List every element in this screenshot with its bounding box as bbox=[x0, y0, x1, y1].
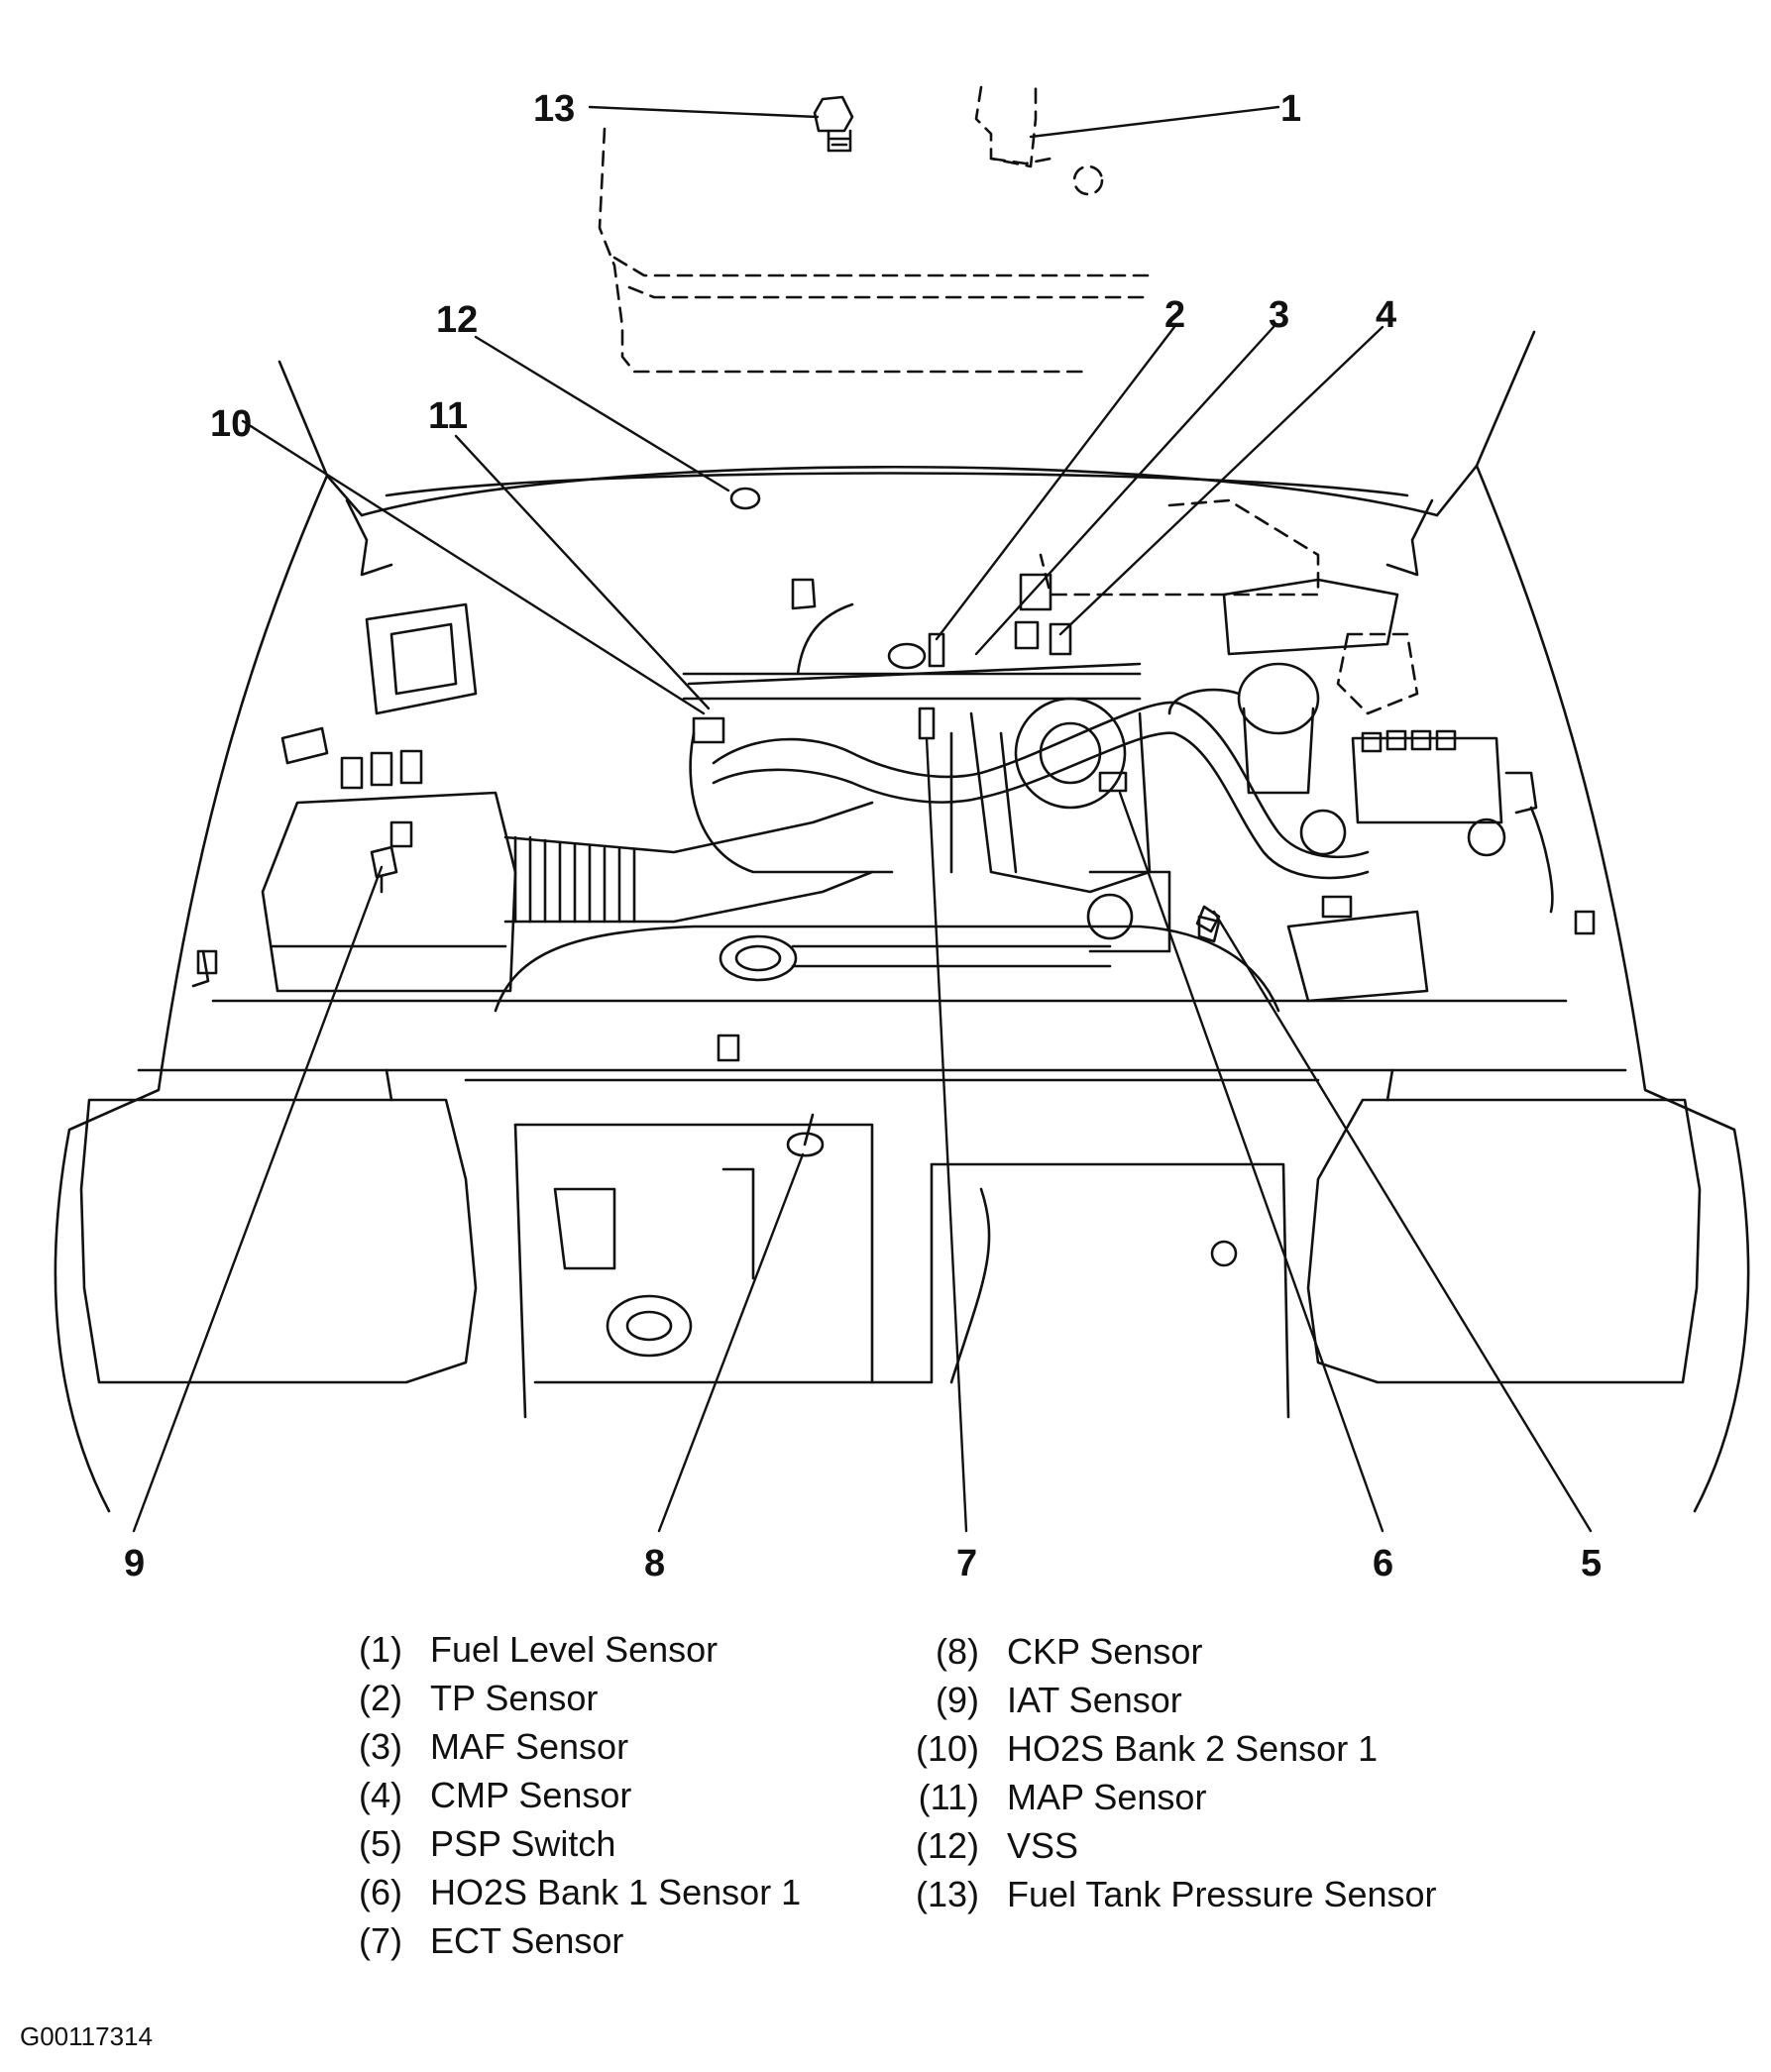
legend-item: (12) VSS bbox=[910, 1821, 1437, 1870]
legend-number: (3) bbox=[359, 1726, 402, 1767]
callout-11: 11 bbox=[428, 395, 468, 437]
left-headlight bbox=[79, 1068, 478, 1384]
callout-3: 3 bbox=[1269, 294, 1289, 336]
legend-label: VSS bbox=[1007, 1825, 1079, 1866]
legend-number: (13) bbox=[915, 1874, 979, 1914]
battery-outline bbox=[1039, 498, 1429, 1003]
legend-item: (10) HO2S Bank 2 Sensor 1 bbox=[910, 1724, 1437, 1773]
callout-1: 1 bbox=[1280, 88, 1301, 130]
vehicle-body bbox=[54, 330, 1750, 1513]
legend-label: IAT Sensor bbox=[1007, 1680, 1182, 1720]
callout-6: 6 bbox=[1373, 1543, 1393, 1584]
callout-9: 9 bbox=[124, 1543, 145, 1584]
sensor-markers bbox=[370, 620, 1221, 1157]
leader-lines bbox=[132, 105, 1593, 1533]
legend-number: (6) bbox=[359, 1872, 402, 1912]
legend-label: ECT Sensor bbox=[430, 1920, 624, 1961]
intake-duct bbox=[503, 801, 874, 924]
legend-item: (8) CKP Sensor bbox=[910, 1627, 1437, 1676]
callout-numbers: 1 2 3 4 5 6 7 8 9 10 11 12 13 bbox=[124, 88, 1602, 1584]
callout-13: 13 bbox=[533, 88, 575, 130]
right-headlight bbox=[1306, 1068, 1702, 1384]
callout-2: 2 bbox=[1164, 294, 1185, 336]
legend-left: (1) Fuel Level Sensor (2) TP Sensor (3) MAF… bbox=[349, 1625, 801, 1965]
legend-right: (8) CKP Sensor (9) IAT Sensor (10) HO2S Ban… bbox=[910, 1627, 1437, 1918]
legend-number: (8) bbox=[936, 1631, 979, 1672]
intake-hose bbox=[712, 701, 1370, 880]
legend-item: (1) Fuel Level Sensor bbox=[349, 1625, 801, 1674]
legend-item: (3) MAF Sensor bbox=[349, 1722, 801, 1771]
vss-shape bbox=[729, 487, 761, 510]
legend-label: Fuel Tank Pressure Sensor bbox=[1007, 1874, 1437, 1914]
legend-item: (11) MAP Sensor bbox=[910, 1773, 1437, 1821]
legend-item: (4) CMP Sensor bbox=[349, 1771, 801, 1819]
fuel-tank-pressure-sensor-shape bbox=[813, 95, 854, 153]
radiator bbox=[494, 925, 1280, 1062]
legend-label: HO2S Bank 1 Sensor 1 bbox=[430, 1872, 802, 1912]
air-filter-box bbox=[191, 791, 517, 993]
callout-4: 4 bbox=[1376, 294, 1396, 336]
legend-label: MAP Sensor bbox=[1007, 1777, 1207, 1817]
legend-label: Fuel Level Sensor bbox=[430, 1629, 719, 1670]
callout-10: 10 bbox=[210, 403, 252, 445]
legend-number: (1) bbox=[359, 1629, 402, 1670]
legend-label: PSP Switch bbox=[430, 1823, 616, 1864]
fuel-tank-outline bbox=[598, 85, 1152, 374]
legend-label: CKP Sensor bbox=[1007, 1631, 1203, 1672]
legend-item: (13) Fuel Tank Pressure Sensor bbox=[910, 1870, 1437, 1918]
legend-label: CMP Sensor bbox=[430, 1775, 632, 1815]
legend-item: (5) PSP Switch bbox=[349, 1819, 801, 1868]
legend-number: (12) bbox=[915, 1825, 979, 1866]
legend-label: TP Sensor bbox=[430, 1678, 599, 1718]
legend-label: MAF Sensor bbox=[430, 1726, 629, 1767]
legend-item: (6) HO2S Bank 1 Sensor 1 bbox=[349, 1868, 801, 1916]
callout-12: 12 bbox=[436, 299, 478, 341]
engine bbox=[682, 573, 1171, 953]
legend-number: (10) bbox=[915, 1728, 979, 1769]
legend-number: (9) bbox=[936, 1680, 979, 1720]
right-components bbox=[196, 771, 1596, 975]
legend-number: (7) bbox=[359, 1920, 402, 1961]
radiator-support bbox=[464, 1078, 1320, 1419]
hood-brackets bbox=[345, 498, 1434, 577]
legend-item: (9) IAT Sensor bbox=[910, 1676, 1437, 1724]
legend-number: (5) bbox=[359, 1823, 402, 1864]
legend-item: (2) TP Sensor bbox=[349, 1674, 801, 1722]
brake-reservoir bbox=[1167, 578, 1506, 857]
callout-5: 5 bbox=[1581, 1543, 1602, 1584]
callout-8: 8 bbox=[644, 1543, 665, 1584]
legend-number: (4) bbox=[359, 1775, 402, 1815]
legend-number: (2) bbox=[359, 1678, 402, 1718]
legend-label: HO2S Bank 2 Sensor 1 bbox=[1007, 1728, 1379, 1769]
legend-item: (7) ECT Sensor bbox=[349, 1916, 801, 1965]
callout-7: 7 bbox=[956, 1543, 977, 1584]
fuse-box bbox=[280, 602, 478, 790]
legend-number: (11) bbox=[918, 1777, 979, 1817]
figure-id: G00117314 bbox=[20, 2021, 153, 2051]
